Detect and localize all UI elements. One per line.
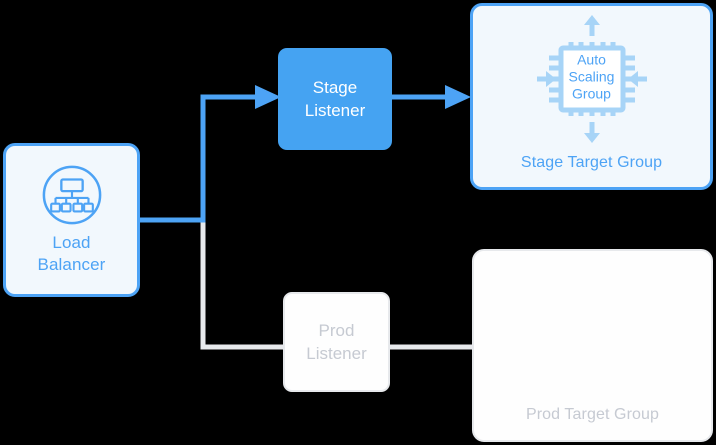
node-stage-listener[interactable]: Stage Listener: [278, 48, 392, 150]
prod-listener-label-line1: Prod: [318, 321, 355, 340]
load-balancer-tree-icon: [42, 165, 101, 225]
node-load-balancer[interactable]: Load Balancer: [3, 143, 140, 297]
load-balancer-label-line2: Balancer: [37, 255, 106, 274]
arrowhead-into-stage-target-group: [445, 85, 471, 109]
node-prod-target-group[interactable]: Prod Target Group: [472, 249, 713, 442]
stage-listener-label: Stage Listener: [305, 76, 365, 122]
stage-target-group-label: Stage Target Group: [520, 154, 663, 171]
connector-load-balancer-to-stage-listener: [138, 94, 258, 223]
node-prod-listener[interactable]: Prod Listener: [283, 292, 390, 392]
connector-branch-to-prod-listener: [200, 220, 283, 350]
load-balancer-label: Load Balancer: [38, 232, 106, 276]
stage-listener-label-line1: Stage: [312, 78, 358, 97]
prod-listener-label-line2: Listener: [306, 344, 367, 363]
prod-target-group-label: Prod Target Group: [525, 406, 660, 423]
stage-listener-label-line2: Listener: [304, 101, 366, 120]
load-balancer-label-line1: Load: [52, 233, 91, 252]
cpu-chip-icon: [536, 15, 647, 143]
arrowhead-into-stage-listener: [255, 85, 281, 109]
node-stage-target-group[interactable]: Auto Scaling Group Stage Target Group: [470, 3, 713, 190]
prod-listener-label: Prod Listener: [306, 319, 366, 365]
